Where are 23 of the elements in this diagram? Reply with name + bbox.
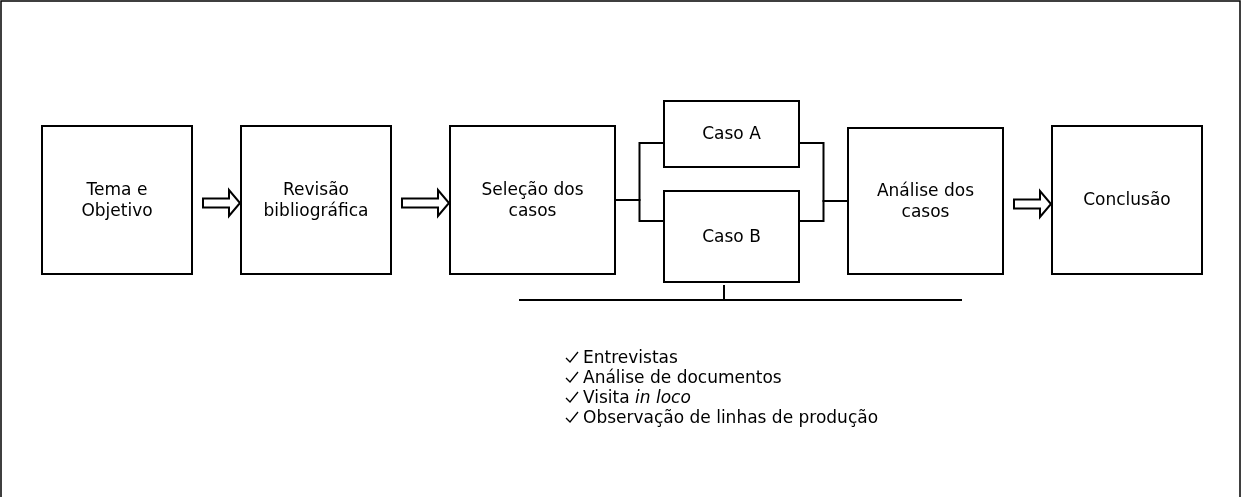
box-label: Revisão bibliográfica — [262, 178, 370, 222]
box-label: Caso A — [701, 123, 762, 145]
process-box — [449, 125, 616, 275]
box-label: Tema e Objetivo — [80, 178, 154, 222]
process-box — [41, 125, 193, 275]
list-item: Visita in loco — [583, 387, 691, 407]
box-label: Conclusão — [1082, 189, 1172, 211]
block-arrow — [1013, 188, 1053, 220]
process-box — [1051, 125, 1203, 275]
block-arrow — [202, 187, 242, 219]
process-box — [663, 190, 800, 283]
connector-line — [615, 199, 664, 222]
box-label: Caso B — [701, 225, 762, 248]
process-box — [663, 100, 800, 168]
list-item: Análise de documentos — [583, 367, 782, 387]
connector-line — [799, 200, 848, 222]
box-label: Seleção dos casos — [480, 178, 585, 222]
box-label: Análise dos casos — [875, 179, 975, 223]
list-item: Observação de linhas de produção — [583, 407, 879, 427]
process-box — [847, 127, 1004, 275]
block-arrow — [401, 187, 451, 219]
list-item: Entrevistas — [583, 347, 678, 367]
process-box — [240, 125, 392, 275]
